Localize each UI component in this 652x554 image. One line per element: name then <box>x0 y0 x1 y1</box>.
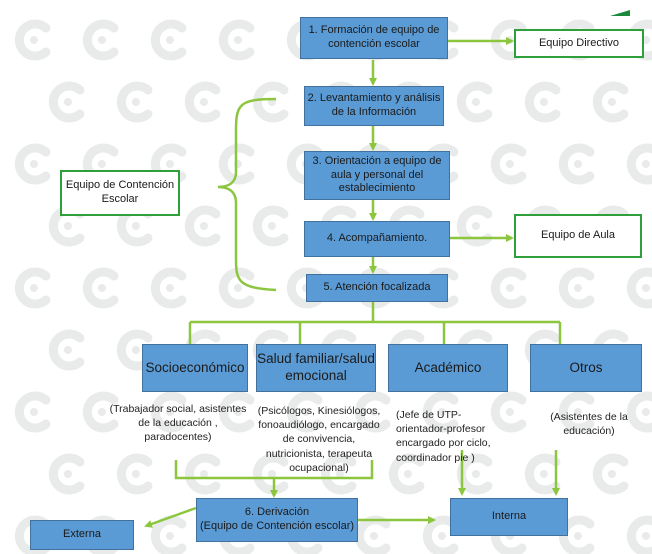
area-salud-detail: (Psicólogos, Kinesiólogos, fonoaudiólogo… <box>257 405 381 474</box>
interna-box: Interna <box>450 498 568 536</box>
area-otros-box: Otros <box>530 344 642 392</box>
step-4-box: 4. Acompañamiento. <box>304 221 450 257</box>
equipo-directivo-box: Equipo Directivo <box>514 29 644 58</box>
watermark-mark <box>184 81 221 123</box>
arrow-to-externa <box>144 506 197 528</box>
watermark-mark <box>320 453 357 495</box>
watermark-mark <box>558 267 595 309</box>
watermark-mark <box>184 453 221 495</box>
watermark-mark <box>14 267 51 309</box>
watermark-mark <box>626 267 652 309</box>
area-salud-box: Salud familiar/salud emocional <box>256 344 376 392</box>
watermark-mark <box>558 391 595 433</box>
area-academico-label: Académico <box>414 359 482 375</box>
externa-box: Externa <box>30 520 134 550</box>
brace-equipo-contencion <box>217 97 277 292</box>
step-4-label: 4. Acompañamiento. <box>326 232 428 245</box>
watermark-mark <box>354 391 391 433</box>
watermark-mark <box>388 453 425 495</box>
derivacion-sublabel: (Equipo de Contención escolar) <box>199 520 355 532</box>
watermark-mark <box>14 143 51 185</box>
watermark-mark <box>82 267 119 309</box>
area-otros-detail: (Asistentes de la educación) <box>550 411 628 438</box>
watermark-mark <box>48 81 85 123</box>
area-socioeconomico-label: Socioeconómico <box>145 359 245 375</box>
watermark-mark <box>592 453 629 495</box>
watermark-mark <box>490 143 527 185</box>
watermark-mark <box>218 267 255 309</box>
watermark-mark <box>14 391 51 433</box>
area-socioeconomico-detail: (Trabajador social, asistentes de la edu… <box>109 403 247 444</box>
watermark-mark <box>184 205 221 247</box>
watermark-mark <box>218 19 255 61</box>
watermark-mark <box>558 515 595 554</box>
watermark-mark <box>252 205 289 247</box>
watermark-mark <box>48 329 85 371</box>
step-5-label: 5. Atención focalizada <box>323 281 431 294</box>
area-academico-detail: (Jefe de UTP- orientador-profesor encarg… <box>396 409 491 464</box>
step-5-box: 5. Atención focalizada <box>306 274 448 302</box>
watermark-mark <box>116 329 153 371</box>
watermark-mark <box>286 391 323 433</box>
interna-label: Interna <box>491 510 527 523</box>
derivacion-label: 6. Derivación <box>244 506 310 519</box>
watermark-mark <box>456 205 493 247</box>
watermark-mark <box>14 19 51 61</box>
step-2-box: 2. Levantamiento y análisis de la Inform… <box>304 86 444 126</box>
watermark-mark <box>524 453 561 495</box>
watermark-mark <box>490 391 527 433</box>
watermark-mark <box>592 81 629 123</box>
watermark-mark <box>558 143 595 185</box>
equipo-directivo-label: Equipo Directivo <box>538 36 620 49</box>
watermark-mark <box>626 515 652 554</box>
watermark-mark <box>626 143 652 185</box>
externa-label: Externa <box>63 528 101 541</box>
watermark-mark <box>524 81 561 123</box>
watermark-mark <box>218 391 255 433</box>
watermark-mark <box>422 391 459 433</box>
area-salud-label: Salud familiar/salud emocional <box>257 351 375 383</box>
watermark-mark <box>150 19 187 61</box>
area-socioeconomico-box: Socioeconómico <box>142 344 248 392</box>
watermark-mark <box>150 515 187 554</box>
watermark-mark <box>116 81 153 123</box>
watermark-mark <box>490 267 527 309</box>
equipo-aula-box: Equipo de Aula <box>514 214 642 258</box>
step-2-label: 2. Levantamiento y análisis de la Inform… <box>307 92 441 118</box>
step-1-label: 1. Formación de equipo de contención esc… <box>308 24 440 50</box>
step-1-box: 1. Formación de equipo de contención esc… <box>300 17 448 59</box>
area-academico-box: Académico <box>388 344 508 392</box>
area-otros-label: Otros <box>569 359 603 375</box>
watermark-mark <box>82 19 119 61</box>
watermark-mark <box>422 515 459 554</box>
step-3-label: 3. Orientación a equipo de aula y person… <box>312 154 442 195</box>
watermark-mark <box>150 391 187 433</box>
corner-logo-mark <box>610 10 630 16</box>
equipo-contencion-label: Equipo de Contención Escolar <box>65 179 175 205</box>
equipo-contencion-box: Equipo de Contención Escolar <box>60 170 180 216</box>
step-3-box: 3. Orientación a equipo de aula y person… <box>304 151 450 200</box>
watermark-mark <box>82 391 119 433</box>
watermark-mark <box>456 81 493 123</box>
watermark-mark <box>48 453 85 495</box>
derivacion-box: 6. Derivación (Equipo de Contención esco… <box>196 498 358 542</box>
equipo-aula-label: Equipo de Aula <box>540 229 615 242</box>
watermark-mark <box>626 391 652 433</box>
watermark-mark <box>116 453 153 495</box>
watermark-mark <box>150 267 187 309</box>
